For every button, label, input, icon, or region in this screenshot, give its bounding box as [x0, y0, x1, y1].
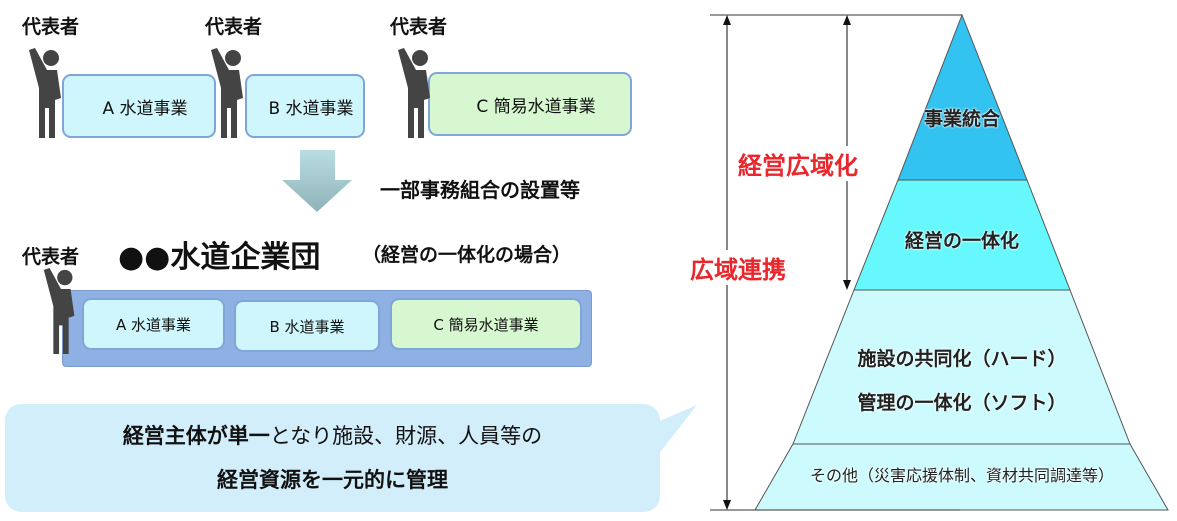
- bubble-text: となり施設、財源、人員等の: [269, 424, 543, 448]
- level-3-label-2: 管理の一体化（ソフト）: [857, 392, 1067, 414]
- unit-box-c: C 簡易水道事業: [428, 72, 632, 136]
- level-4-label: その他（災害応援体制、資材共同調達等）: [809, 466, 1114, 485]
- bubble-emphasis: 経営主体が単一: [122, 424, 270, 448]
- representative-label: 代表者: [22, 246, 80, 268]
- unit-box-b: B 水道事業: [234, 300, 380, 352]
- unit-label: A 水道事業: [102, 98, 188, 119]
- level-2-label: 経営の一体化: [904, 230, 1019, 252]
- unit-box-b: B 水道事業: [245, 74, 365, 138]
- unit-label: C 簡易水道事業: [433, 315, 539, 334]
- outer-range-label: 広域連携: [690, 250, 786, 285]
- level-3-label: 施設の共同化（ハード）: [857, 348, 1067, 370]
- unit-label: C 簡易水道事業: [476, 96, 596, 117]
- pyramid-level-4: [754, 443, 1169, 511]
- arrow-caption: 一部事務組合の設置等: [380, 178, 580, 202]
- speech-bubble: [5, 404, 697, 512]
- bubble-line-1: 経営主体が単一となり施設、財源、人員等の: [5, 420, 660, 450]
- bubble-line-2: 経営資源を一元的に管理: [217, 468, 448, 492]
- unit-box-a: A 水道事業: [82, 298, 225, 350]
- unit-box-c: C 簡易水道事業: [390, 298, 582, 350]
- unit-label: B 水道事業: [269, 317, 345, 336]
- representative-label: 代表者: [22, 16, 80, 38]
- representative-label: 代表者: [205, 16, 263, 38]
- unit-label: A 水道事業: [115, 315, 192, 334]
- down-arrow-icon: [282, 150, 352, 212]
- unit-box-a: A 水道事業: [62, 74, 216, 138]
- unit-label: B 水道事業: [268, 98, 354, 119]
- organization-subtitle: （経営の一体化の場合）: [362, 244, 572, 266]
- organization-title: ●●水道企業団: [118, 240, 321, 275]
- level-1-label: 事業統合: [923, 108, 1000, 130]
- representative-label: 代表者: [390, 16, 448, 38]
- inner-range-label: 経営広域化: [738, 146, 858, 181]
- pyramid-level-1: [897, 13, 1028, 181]
